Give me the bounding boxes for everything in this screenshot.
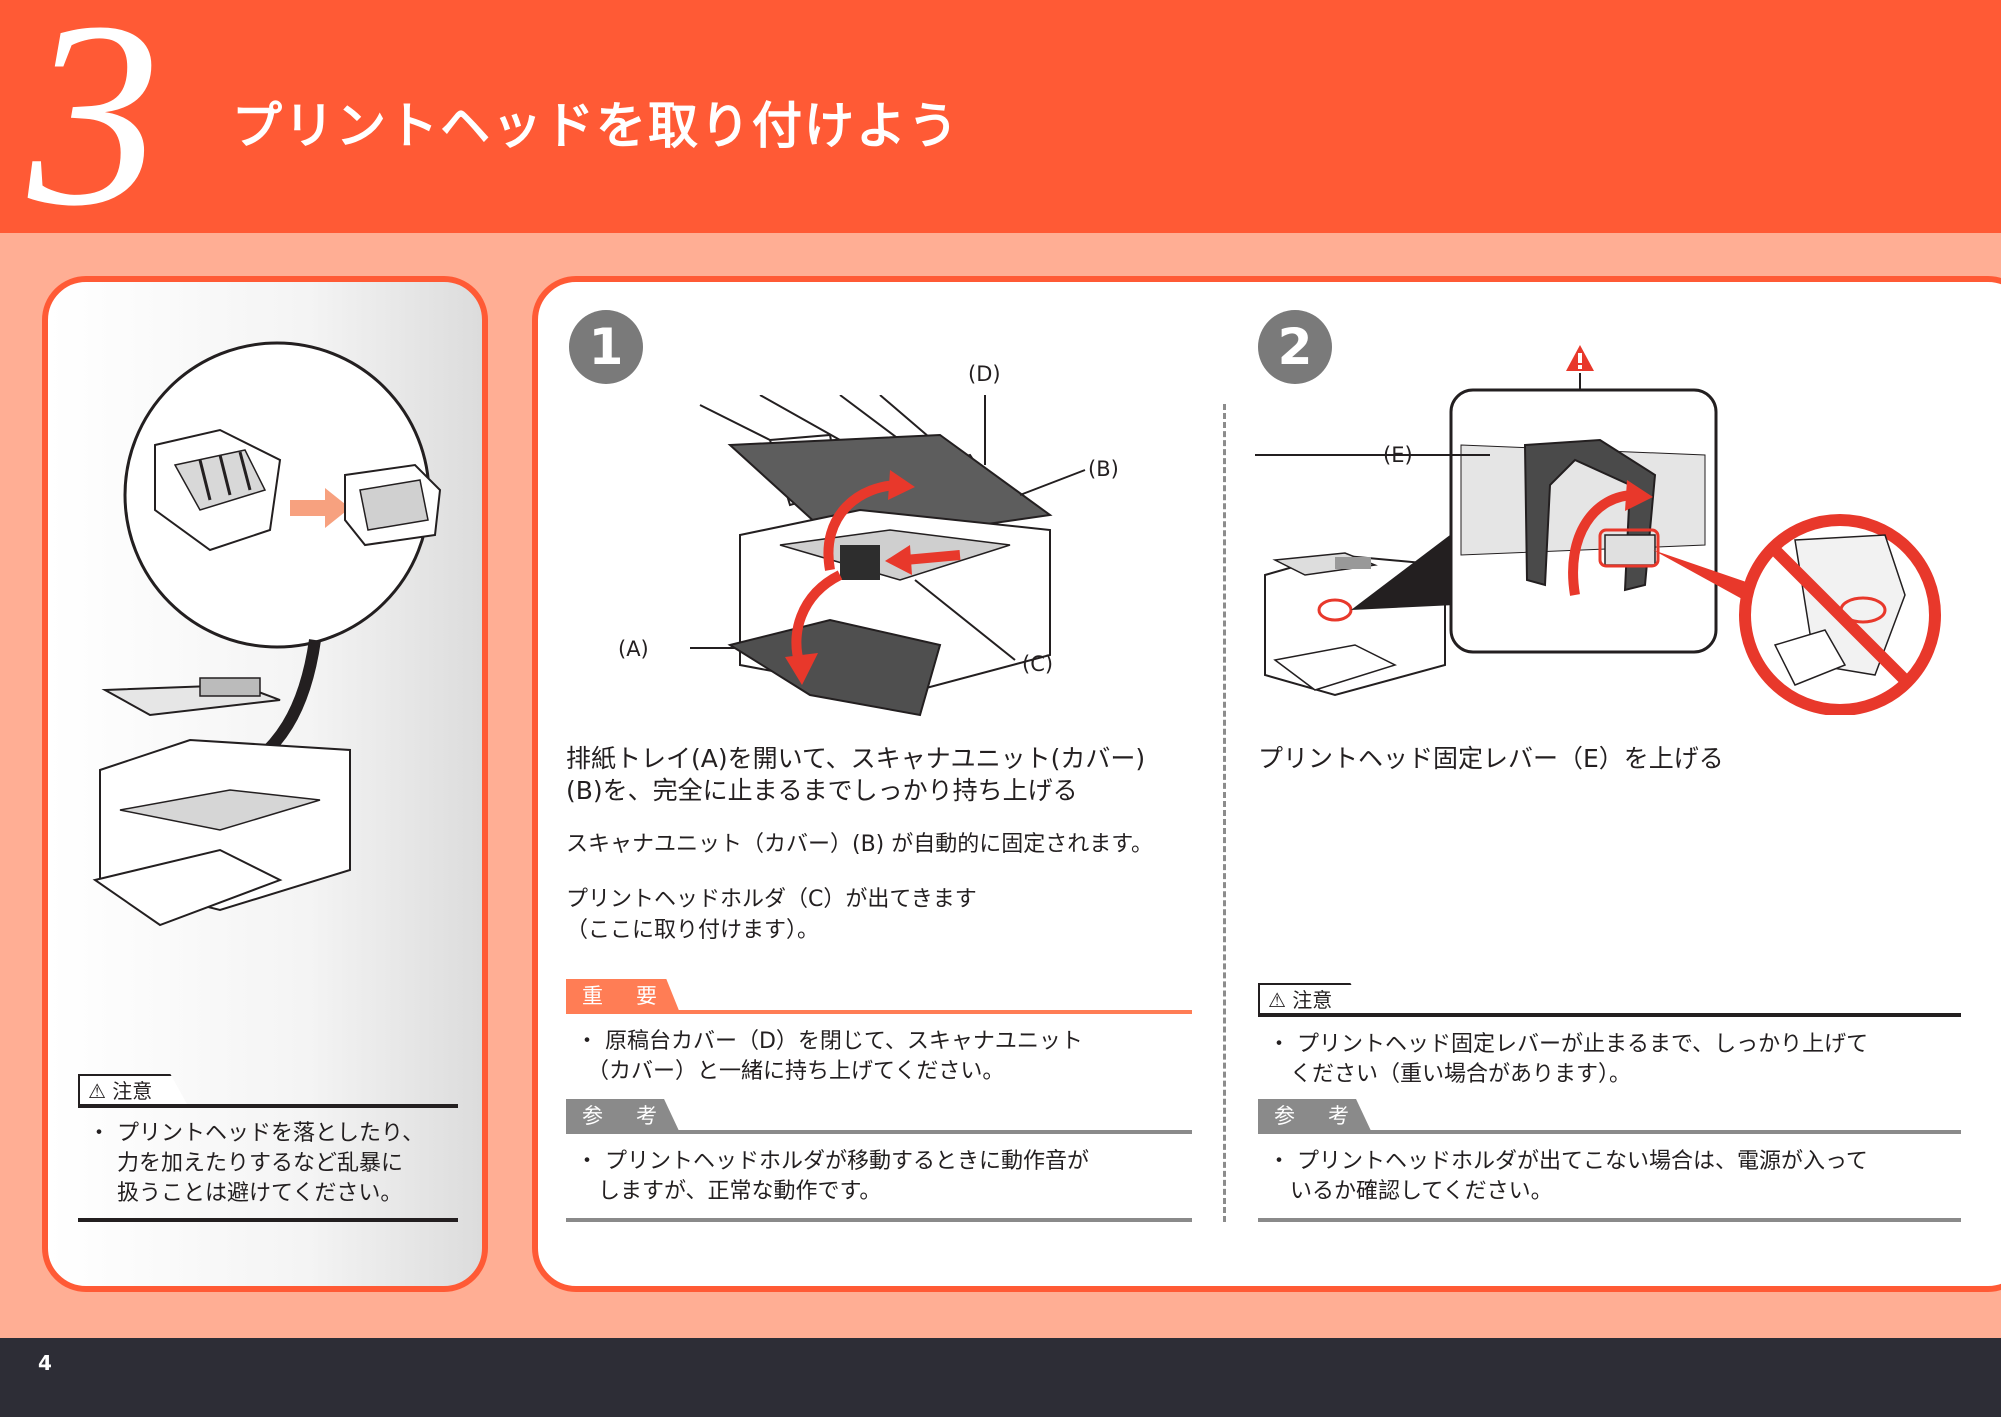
reference-label-1: 参 考 [566, 1099, 680, 1133]
important-label: 重 要 [566, 979, 680, 1013]
important-rule-top [566, 1010, 1192, 1014]
step-1-note-2-line-2: （ここに取り付けます）。 [566, 918, 820, 943]
warning-icon: ⚠ [88, 1079, 106, 1103]
caution-label-2: 注意 [1292, 988, 1333, 1012]
reference-label-2: 参 考 [1258, 1099, 1372, 1133]
step-1-heading-line-1: 排紙トレイ(A)を開いて、スキャナユニット(カバー) [566, 744, 1146, 773]
reference-rule-bottom-2 [1258, 1218, 1961, 1222]
step-1-note-1: スキャナユニット（カバー）(B) が自動的に固定されます。 [566, 832, 1154, 857]
caution-2-line-2: ください（重い場合があります）。 [1268, 1062, 1632, 1087]
label-c: (C) [1022, 652, 1054, 676]
reference-2-line-1: ・ プリントヘッドホルダが出てこない場合は、電源が入って [1268, 1149, 1868, 1174]
caution-line-1: ・ プリントヘッドを落としたり、 [88, 1121, 425, 1146]
label-d: (D) [968, 362, 1001, 386]
caution-badge: ⚠ 注意 [78, 1074, 188, 1106]
caution-rule-top [78, 1104, 458, 1108]
page-number: 4 [38, 1351, 52, 1375]
header-bar [0, 0, 2001, 233]
important-line-2: （カバー）と一緒に持ち上げてください。 [576, 1059, 1005, 1084]
label-e: (E) [1383, 443, 1413, 467]
step-1-note-2-line-1: プリントヘッドホルダ（C）が出てきます [566, 887, 977, 912]
caution-line-2: 力を加えたりするなど乱暴に [88, 1151, 403, 1176]
caution-badge-2: ⚠ 注意 [1258, 983, 1368, 1015]
lever-raise-illustration [1255, 345, 1941, 715]
reference-2-line-2: いるか確認してください。 [1268, 1179, 1553, 1204]
section-number: 3 [28, 0, 161, 261]
caution-label: 注意 [112, 1079, 153, 1103]
caution-2-line-1: ・ プリントヘッド固定レバーが止まるまで、しっかり上げて [1268, 1032, 1869, 1057]
step-divider [1223, 404, 1226, 1222]
important-line-1: ・ 原稿台カバー（D）を閉じて、スキャナユニット [576, 1029, 1083, 1054]
step-2-heading: プリントヘッド固定レバー（E）を上げる [1258, 744, 1724, 773]
reference-1-line-1: ・ プリントヘッドホルダが移動するときに動作音が [576, 1149, 1089, 1174]
reference-rule-top-1 [566, 1130, 1192, 1134]
page-title: プリントヘッドを取り付けよう [232, 97, 960, 155]
step-2-badge: 2 [1258, 310, 1332, 384]
reference-rule-top-2 [1258, 1130, 1961, 1134]
reference-1-line-2: しますが、正常な動作です。 [576, 1179, 882, 1204]
reference-rule-bottom-1 [566, 1218, 1192, 1222]
label-b: (B) [1088, 457, 1119, 481]
footer-bar [0, 1338, 2001, 1417]
warning-icon: ⚠ [1268, 988, 1286, 1012]
printhead-unpacking-illustration [92, 341, 442, 927]
caution-line-3: 扱うことは避けてください。 [88, 1181, 403, 1206]
printer-open-illustration [690, 395, 1086, 717]
step-1-heading-line-2: (B)を、完全に止まるまでしっかり持ち上げる [566, 776, 1078, 805]
caution-rule-bottom [78, 1218, 458, 1222]
label-a: (A) [618, 637, 649, 661]
caution-rule-top-2 [1258, 1013, 1961, 1017]
step-1-badge: 1 [569, 310, 643, 384]
